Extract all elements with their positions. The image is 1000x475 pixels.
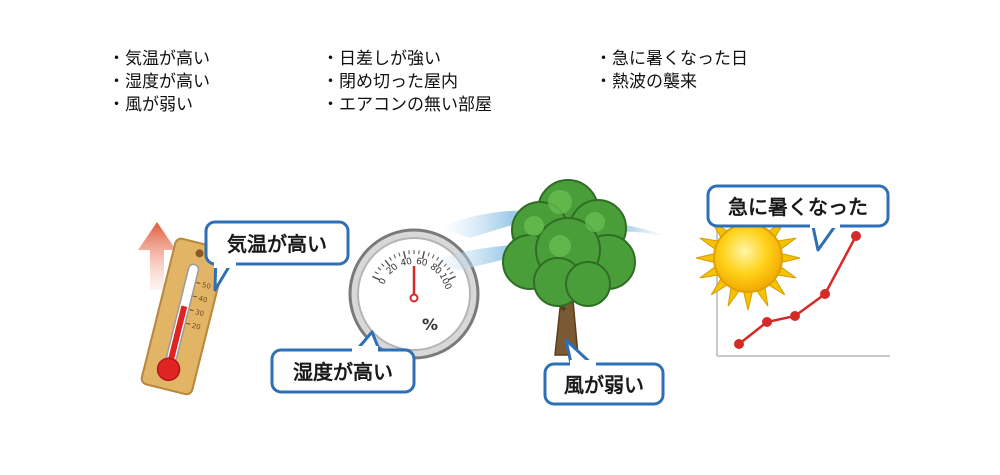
humidity-callout: 湿度が高い <box>270 330 416 394</box>
weather-conditions-list: 気温が高い 湿度が高い 風が弱い <box>108 48 210 117</box>
wind-callout-text: 風が弱い <box>564 373 644 397</box>
thermometer-icon: 50 40 30 20 <box>138 222 227 396</box>
thermometer-tick <box>189 309 194 312</box>
sudden-heat-callout-text: 急に暑くなった <box>728 195 868 219</box>
condition-item: 閉め切った屋内 <box>322 71 492 94</box>
condition-item: 湿度が高い <box>108 71 210 94</box>
sun-ray <box>781 252 801 264</box>
hygrometer-tick <box>380 263 385 267</box>
environment-conditions-list: 日差しが強い 閉め切った屋内 エアコンの無い部屋 <box>322 48 492 117</box>
hygrometer-tick <box>449 271 454 275</box>
sun-icon <box>695 205 801 311</box>
thermometer-scale-label: 40 <box>198 295 209 305</box>
hygrometer-tick <box>388 256 392 261</box>
wind-callout: 風が弱い <box>543 338 665 406</box>
sun-ray <box>742 291 754 311</box>
condition-item: 風が弱い <box>108 94 210 117</box>
hygrometer-tick <box>427 252 430 257</box>
thermometer-scale-label: 50 <box>201 281 212 291</box>
humidity-callout-text: 湿度が高い <box>293 360 393 384</box>
hygrometer-tick <box>374 271 379 275</box>
thermometer-scale-label: 30 <box>194 308 205 318</box>
temperature-callout: 気温が高い <box>204 220 350 292</box>
sun-ray <box>695 252 715 264</box>
condition-item: エアコンの無い部屋 <box>322 94 492 117</box>
hygrometer-ticks <box>372 250 456 281</box>
tree-icon <box>502 179 636 356</box>
condition-item: 気温が高い <box>108 48 210 71</box>
hygrometer-tick <box>372 275 380 281</box>
sudden-heat-callout: 急に暑くなった <box>706 184 890 252</box>
hygrometer-tick <box>421 251 426 260</box>
hygrometer-scale-label: 60 <box>415 257 429 269</box>
hygrometer-tick <box>431 254 435 259</box>
condition-item: 日差しが強い <box>322 48 492 71</box>
thermometer-tick <box>186 322 191 325</box>
thermometer-tick <box>196 282 201 284</box>
temperature-graph <box>716 200 890 357</box>
hygrometer-tick <box>448 275 456 281</box>
hygrometer-tick <box>377 267 382 271</box>
hygrometer-scale-label: 0 <box>377 277 389 287</box>
hygrometer-tick <box>402 251 407 260</box>
hygrometer-scale-label: 40 <box>400 257 414 269</box>
thermometer-tick <box>192 295 198 298</box>
rising-arrow-icon <box>138 222 176 290</box>
sudden-conditions-list: 急に暑くなった日 熱波の襲来 <box>595 48 748 94</box>
temperature-callout-text: 気温が高い <box>227 232 327 256</box>
thermometer-scale: 50 40 30 20 <box>186 281 212 332</box>
hygrometer-tick <box>446 267 451 271</box>
hygrometer-tick <box>384 259 391 267</box>
thermometer-scale-label: 20 <box>191 322 202 332</box>
hygrometer-tick <box>398 252 401 257</box>
hygrometer-tick <box>393 254 397 259</box>
condition-item: 急に暑くなった日 <box>595 48 748 71</box>
hygrometer-unit: % <box>422 315 438 334</box>
condition-item: 熱波の襲来 <box>595 71 748 94</box>
